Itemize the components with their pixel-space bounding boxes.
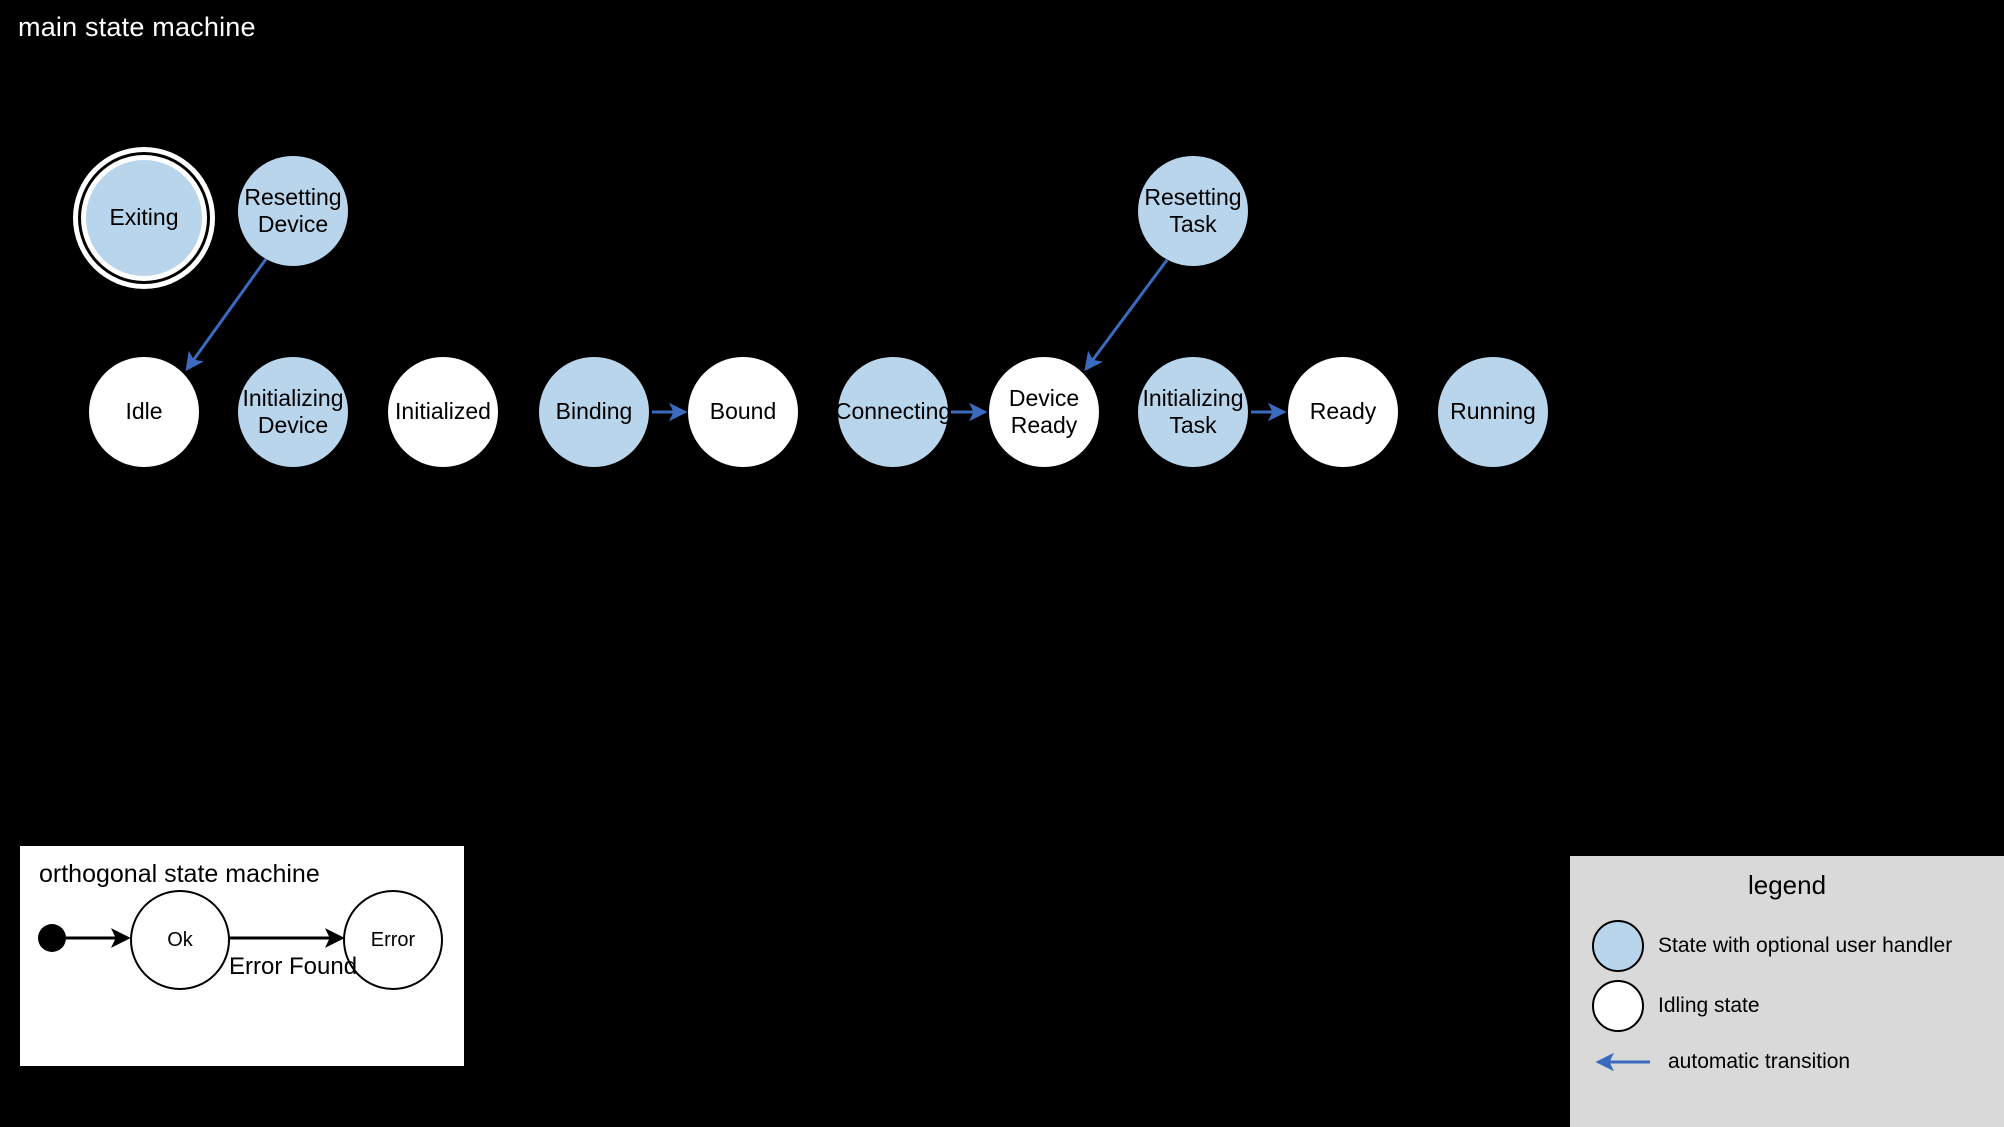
- state-label: Binding: [555, 398, 633, 425]
- transition-resetting-task-to-device-ready: [1084, 259, 1169, 372]
- state-label: Initialized: [395, 398, 491, 425]
- state-node-exiting[interactable]: Exiting: [86, 160, 202, 276]
- orthogonal-state-machine-panel: orthogonal state machine Ok Error Error …: [20, 846, 464, 1066]
- legend-title: legend: [1747, 870, 1827, 900]
- initial-state-dot: [38, 924, 66, 952]
- state-node-running[interactable]: Running: [1438, 357, 1548, 467]
- state-label: Ready: [1309, 398, 1377, 425]
- legend-item-label: Idling state: [1658, 994, 1760, 1017]
- legend-panel: legend State with optional user handler …: [1570, 856, 2004, 1127]
- state-label: Connecting: [834, 398, 952, 425]
- state-node-idle[interactable]: Idle: [89, 357, 199, 467]
- state-label: Ok: [167, 928, 193, 951]
- orthogonal-state-ok[interactable]: Ok: [130, 890, 230, 990]
- arrow-left-icon: [1592, 1036, 1654, 1088]
- state-label: Bound: [709, 398, 777, 425]
- state-label: Running: [1450, 398, 1536, 425]
- legend-item-label: automatic transition: [1668, 1050, 1851, 1073]
- state-node-ready[interactable]: Ready: [1288, 357, 1398, 467]
- legend-item-label: State with optional user handler: [1658, 934, 1953, 957]
- orthogonal-edges-layer: [38, 924, 345, 952]
- state-node-connecting[interactable]: Connecting: [835, 357, 951, 467]
- page-title: main state machine: [18, 12, 256, 42]
- state-label: Error: [370, 928, 416, 951]
- state-node-initialized[interactable]: Initialized: [388, 357, 498, 467]
- legend-item-automatic-transition: automatic transition: [1592, 1034, 1994, 1090]
- legend-item-idling-state: Idling state: [1592, 978, 1994, 1034]
- transition-resetting-device-to-idle: [185, 258, 268, 372]
- orthogonal-panel-title: orthogonal state machine: [39, 860, 320, 888]
- idling-state-circle-icon: [1592, 980, 1644, 1032]
- state-label: Exiting: [109, 204, 179, 231]
- handler-state-circle-icon: [1592, 920, 1644, 972]
- state-label: Idle: [125, 398, 163, 425]
- state-node-bound[interactable]: Bound: [688, 357, 798, 467]
- orthogonal-state-error[interactable]: Error: [343, 890, 443, 990]
- transition-label-error-found: Error Found: [229, 953, 358, 980]
- legend-item-handler-state: State with optional user handler: [1592, 918, 1994, 974]
- state-node-binding[interactable]: Binding: [539, 357, 649, 467]
